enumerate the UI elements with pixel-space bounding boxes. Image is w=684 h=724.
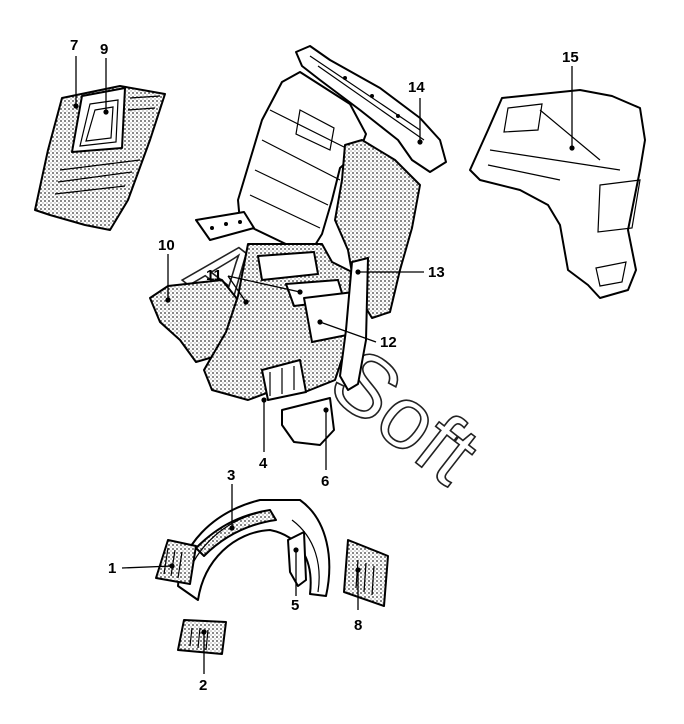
- left-lower-flap: [177, 619, 227, 655]
- left-front-flap: [155, 539, 197, 585]
- callout-labels: 7 9 10 11 12 13 14 15 4 6 3 1 2 5 8: [70, 37, 579, 694]
- lower-cover-plate: [281, 397, 335, 446]
- roof-rail-part: [295, 45, 447, 173]
- callout-7: 8: [354, 617, 362, 634]
- door-assembly: [34, 85, 166, 231]
- callout-10: 10: [158, 237, 175, 254]
- front-fender-arch: [177, 499, 331, 601]
- center-floor-panel: [203, 243, 357, 401]
- cab-back-panel: [237, 71, 421, 319]
- callout-3: 3: [227, 467, 235, 484]
- bracket-plate: [195, 211, 255, 241]
- fender-inner-bracket: [287, 531, 307, 587]
- callout-14: 14: [408, 79, 425, 96]
- callout-1: 1: [108, 560, 116, 577]
- callout-13: 13: [428, 264, 445, 281]
- callout-12: 12: [380, 334, 397, 351]
- right-mud-flap: [343, 539, 389, 607]
- leader-lines: [73, 56, 575, 674]
- callout-11: 11: [206, 267, 222, 284]
- cab-rear-shell: [469, 89, 646, 299]
- callout-4: 4: [259, 455, 268, 472]
- callout-9: 9: [100, 41, 108, 58]
- callout-5: 5: [291, 597, 299, 614]
- callout-8: 7: [70, 37, 78, 54]
- callout-6: 6: [321, 473, 329, 490]
- callout-15: 15: [562, 49, 579, 66]
- callout-2: 2: [199, 677, 207, 694]
